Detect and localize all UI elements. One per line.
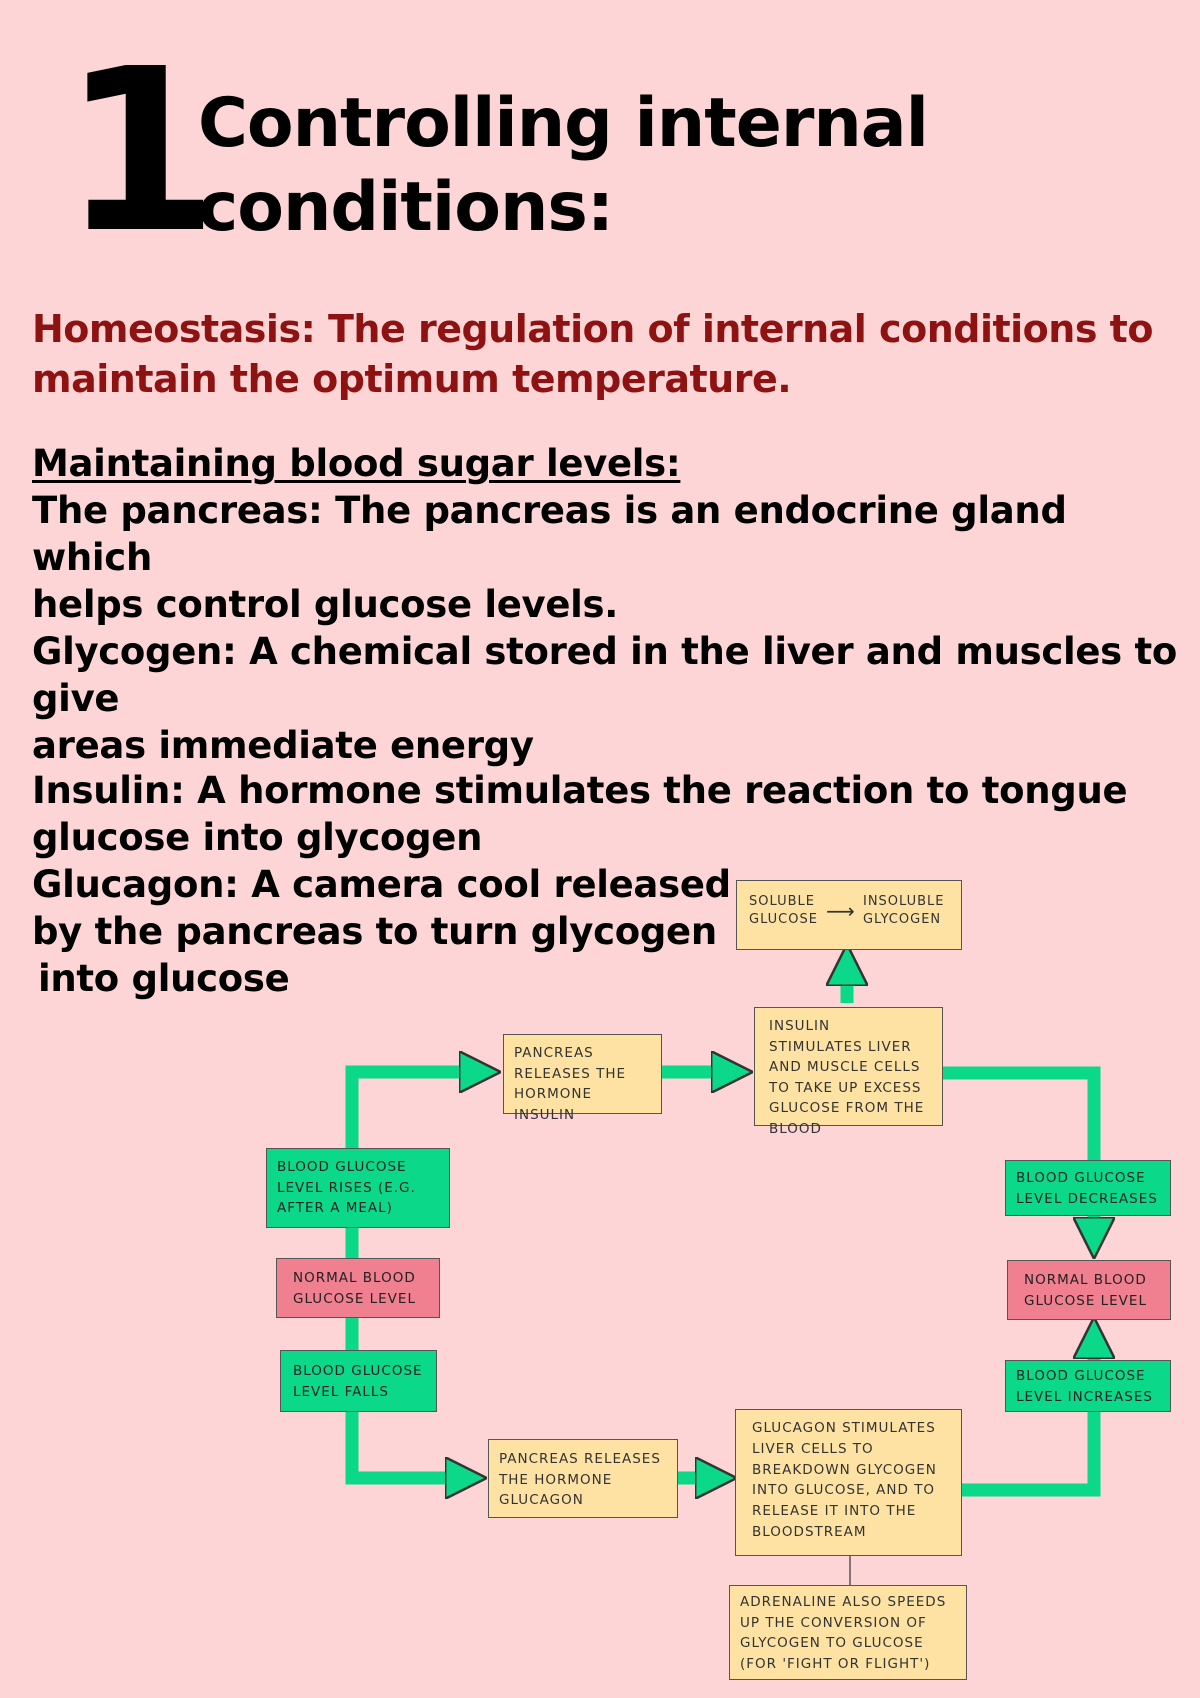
title-line-2: conditions: — [198, 168, 614, 247]
section-number: 1 — [62, 21, 219, 283]
arrow-rises-to-pancreas — [345, 1072, 480, 1148]
glycogen-line-2: areas immediate energy — [32, 724, 534, 767]
glycogen-section: Glycogen: A chemical stored in the liver… — [32, 628, 1192, 769]
arrow-glucagon-to-increases — [962, 1412, 1101, 1497]
level-falls-box: Blood glucose level falls — [280, 1350, 437, 1412]
blood-sugar-section: Maintaining blood sugar levels: The panc… — [32, 440, 1192, 628]
insulin-line-2: glucose into glycogen — [32, 816, 483, 859]
insulin-section: Insulin: A hormone stimulates the reacti… — [32, 767, 1192, 1002]
insulin-stimulates-box: Insulin stimulates liver and muscle cell… — [754, 1007, 943, 1137]
definition-line-1: Homeostasis: The regulation of internal … — [32, 307, 1153, 351]
glucagon-line-2: by the pancreas to turn glycogen — [32, 910, 717, 953]
normal-level-left-box: Normal blood glucose level — [276, 1258, 440, 1318]
glucagon-stimulates-box: Glucagon stimulates liver cells to break… — [735, 1409, 962, 1556]
pancreas-line-2: helps control glucose levels. — [32, 583, 619, 626]
pancreas-glucagon-box: Pancreas releases the hormone glucagon — [488, 1439, 678, 1518]
level-decreases-box: Blood glucose level decreases — [1005, 1160, 1171, 1216]
definition-line-2: maintain the optimum temperature. — [32, 357, 792, 401]
adrenaline-box: Adrenaline also speeds up the conversion… — [729, 1585, 967, 1680]
blood-sugar-heading: Maintaining blood sugar levels: — [32, 442, 681, 485]
soluble-glucose-label: Soluble glucose — [749, 894, 818, 927]
arrow-falls-to-pancreas — [345, 1412, 466, 1478]
homeostasis-definition: Homeostasis: The regulation of internal … — [32, 304, 1182, 404]
insulin-line-1: Insulin: A hormone stimulates the reacti… — [32, 769, 1128, 812]
glucagon-line-3: into glucose — [38, 957, 290, 1000]
title-line-1: Controlling internal — [198, 84, 929, 163]
pancreas-insulin-box: Pancreas releases the hormone insulin — [503, 1034, 662, 1123]
glucagon-line-1: Glucagon: A camera cool released — [32, 863, 731, 906]
level-increases-box: Blood glucose level increases — [1005, 1360, 1171, 1412]
soluble-to-insoluble-box: Soluble glucose ⟶ Insoluble glycogen — [736, 880, 962, 950]
level-rises-box: Blood glucose level rises (e.g. after a … — [266, 1148, 450, 1228]
arrow-right-icon: ⟶ — [826, 899, 856, 923]
normal-level-right-box: Normal blood glucose level — [1007, 1260, 1171, 1320]
arrow-insulin-to-decreases — [943, 1066, 1101, 1160]
pancreas-line-1: The pancreas: The pancreas is an endocri… — [32, 489, 1067, 579]
glycogen-line-1: Glycogen: A chemical stored in the liver… — [32, 630, 1177, 720]
insoluble-glycogen-label: Insoluble glycogen — [862, 894, 945, 927]
page-title: Controlling internal conditions: — [198, 82, 929, 250]
